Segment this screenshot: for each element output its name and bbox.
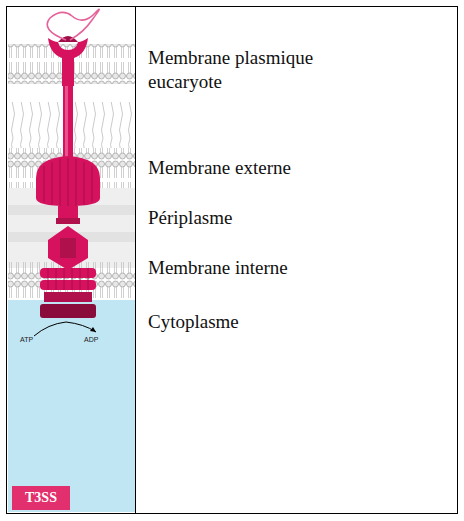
region-label: Membrane interne [148,256,448,280]
badge-text: T3SS [25,490,57,506]
region-label: Membrane plasmique eucaryote [148,46,333,94]
region-label: Membrane externe [148,156,448,180]
region-label: Périplasme [148,206,448,230]
molecule-label: ATP [20,336,50,344]
molecule-label: ADP [84,336,114,344]
region-label: Cytoplasme [148,310,448,334]
title-badge: T3SS [12,486,70,510]
